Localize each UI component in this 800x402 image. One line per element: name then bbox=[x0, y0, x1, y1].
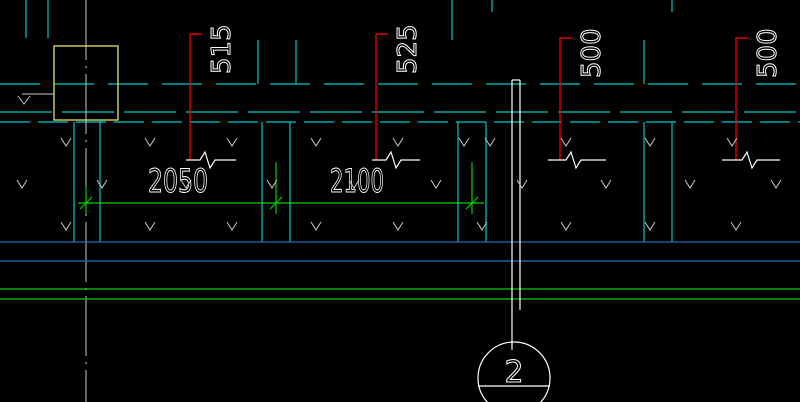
break-symbol bbox=[722, 150, 780, 170]
load-arrow-icon bbox=[516, 179, 528, 189]
load-arrow-icon bbox=[730, 221, 742, 231]
dimension-tick bbox=[269, 196, 283, 210]
load-arrow-icon bbox=[392, 137, 404, 147]
dimension-text-2050: 2050 bbox=[148, 162, 208, 200]
grid-axis-bubble bbox=[477, 341, 551, 402]
load-arrow-icon bbox=[726, 137, 738, 147]
rebar-markers bbox=[189, 33, 748, 160]
load-arrow-icon bbox=[180, 179, 192, 189]
grid-axis-label: 2 bbox=[504, 355, 523, 390]
wall-lines bbox=[0, 0, 800, 242]
rebar-label-500a: 500 bbox=[577, 28, 607, 78]
load-arrow-icon bbox=[560, 137, 572, 147]
load-arrow-icon bbox=[458, 137, 470, 147]
break-symbol bbox=[372, 150, 420, 170]
load-arrow-icon bbox=[684, 179, 696, 189]
rebar-marker-500b bbox=[735, 37, 748, 160]
rebar-label-525: 525 bbox=[393, 24, 423, 74]
load-arrow-icon bbox=[16, 179, 28, 189]
rebar-marker-500a bbox=[559, 37, 572, 160]
load-arrow-icon bbox=[392, 221, 404, 231]
load-arrow-icon bbox=[348, 179, 360, 189]
load-arrow-icon bbox=[476, 221, 488, 231]
load-arrow-icon bbox=[144, 221, 156, 231]
rebar-label-515: 515 bbox=[207, 24, 237, 74]
dimension-tick bbox=[79, 196, 93, 210]
break-symbol bbox=[548, 150, 606, 170]
load-arrow-icon bbox=[266, 179, 278, 189]
load-arrow-icon bbox=[644, 221, 656, 231]
load-arrow-icon bbox=[144, 137, 156, 147]
load-arrow-icon bbox=[600, 179, 612, 189]
load-arrow-icon bbox=[770, 179, 782, 189]
dimension-tick bbox=[465, 196, 479, 210]
dimension-text-2100: 2100 bbox=[330, 162, 384, 200]
load-arrow-icon bbox=[484, 137, 496, 147]
break-symbols bbox=[186, 150, 780, 170]
rebar-marker-525 bbox=[375, 33, 388, 160]
load-arrow-icon bbox=[310, 137, 322, 147]
rebar-marker-515 bbox=[189, 33, 202, 160]
load-arrows bbox=[16, 137, 782, 231]
load-arrow-icon bbox=[96, 179, 108, 189]
load-arrow-icon bbox=[644, 137, 656, 147]
load-arrow-icon bbox=[226, 137, 238, 147]
load-arrow-icon bbox=[60, 221, 72, 231]
beam-lines bbox=[0, 241, 800, 300]
column-arrow bbox=[17, 93, 54, 105]
load-arrow-icon bbox=[226, 221, 238, 231]
load-arrow-icon bbox=[60, 137, 72, 147]
load-arrow-icon bbox=[430, 179, 442, 189]
break-symbol bbox=[186, 150, 236, 170]
load-arrow-icon bbox=[560, 221, 572, 231]
load-arrow-icon bbox=[310, 221, 322, 231]
rebar-label-500b: 500 bbox=[753, 28, 783, 78]
dimension-lines bbox=[78, 162, 484, 214]
grid-axis[interactable] bbox=[477, 79, 551, 402]
